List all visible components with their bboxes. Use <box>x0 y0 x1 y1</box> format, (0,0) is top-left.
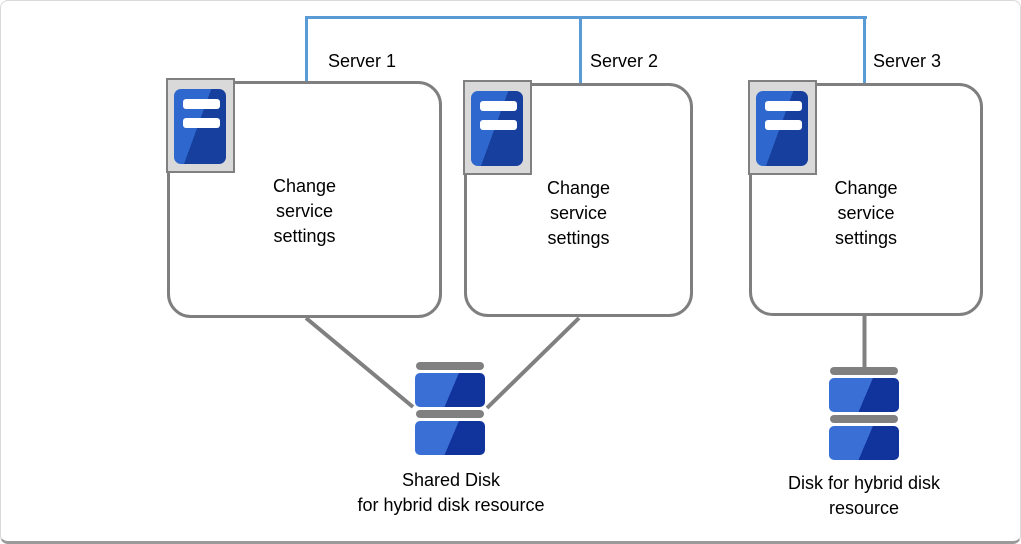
server1-to-shared-disk-line <box>304 316 415 409</box>
server-tower-slot <box>183 118 220 128</box>
disk-cap <box>416 410 484 418</box>
disk-platter <box>829 378 899 412</box>
disk-stack-icon <box>415 362 485 455</box>
shared-disk-label: Shared Disk for hybrid disk resource <box>357 470 545 515</box>
disk-cap <box>830 415 898 423</box>
server-tower-icon <box>463 80 532 175</box>
server-tower-icon <box>748 80 817 175</box>
disk-stack-icon <box>829 367 899 460</box>
disk-platter <box>415 421 485 455</box>
server3-interconnect-drop <box>863 16 866 84</box>
server-2-task-text: Change service settings <box>546 178 611 248</box>
server-1-node: Change service settings <box>166 78 442 318</box>
server-2-label: Server 2 <box>590 51 659 71</box>
hybrid-disk-label: Disk for hybrid disk resource <box>787 473 941 518</box>
server-3-task-text: Change service settings <box>834 178 898 248</box>
server-tower-slot <box>480 101 517 111</box>
server-tower-body <box>174 89 226 164</box>
server-tower-slot <box>183 99 220 109</box>
server1-interconnect-drop <box>305 16 308 82</box>
server-tower-slot <box>480 120 517 130</box>
server-tower-slot <box>765 120 802 130</box>
disk-platter <box>415 373 485 407</box>
server2-to-shared-disk-line <box>485 316 581 410</box>
server-tower-body <box>756 91 808 166</box>
server-interconnect-line <box>305 16 867 19</box>
disk-cap <box>830 367 898 375</box>
server-1-box <box>167 81 442 318</box>
server-3-node: Change service settings <box>748 80 983 316</box>
server-1-task-text: Change service settings <box>272 176 337 246</box>
disk-platter <box>829 426 899 460</box>
server-3-label: Server 3 <box>873 51 942 71</box>
server2-interconnect-drop <box>579 16 582 84</box>
disk-cap <box>416 362 484 370</box>
server-1-label: Server 1 <box>328 51 397 71</box>
server-tower-body <box>471 91 523 166</box>
server-tower-slot <box>765 101 802 111</box>
server-2-node: Change service settings <box>463 80 693 317</box>
server-tower-icon <box>166 78 235 173</box>
